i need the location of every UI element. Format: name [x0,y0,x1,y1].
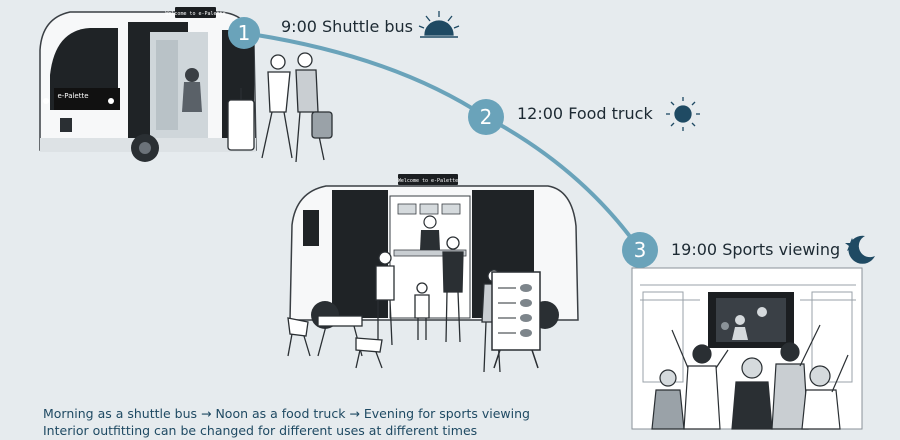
step-label-3: 19:00 Sports viewing [671,240,841,259]
step-marker-1: 1 [228,17,260,49]
menu-board [491,271,541,369]
bus-brand-text: e-Palette [57,92,88,100]
crowd-figures [651,324,849,430]
step-label-2: 12:00 Food truck [517,104,653,123]
sun-rising-icon [418,11,460,38]
front-sign-text: Welcome to e-Palette [165,11,225,17]
moon-star-icon [845,235,875,264]
sun-icon [666,97,700,131]
step-marker-3: 3 [622,232,658,268]
table-and-chairs [287,315,383,369]
caption-line-2: Interior outfitting can be changed for d… [43,423,478,438]
step-number-3: 3 [634,238,647,262]
step-marker-2: 2 [468,99,504,135]
shuttle-bus-illustration: Welcome to e-Palette e-Palette [39,7,333,163]
passenger-figures [227,52,333,163]
sports-viewing-illustration [631,267,863,430]
step-number-2: 2 [480,105,493,129]
caption-line-1: Morning as a shuttle bus → Noon as a foo… [43,406,530,421]
step-number-1: 1 [238,21,251,45]
food-truck-illustration: Welcome to e-Palette [287,174,579,373]
step-label-1: 9:00 Shuttle bus [281,17,414,36]
truck-sign-text: Welcome to e-Palette [398,178,458,184]
